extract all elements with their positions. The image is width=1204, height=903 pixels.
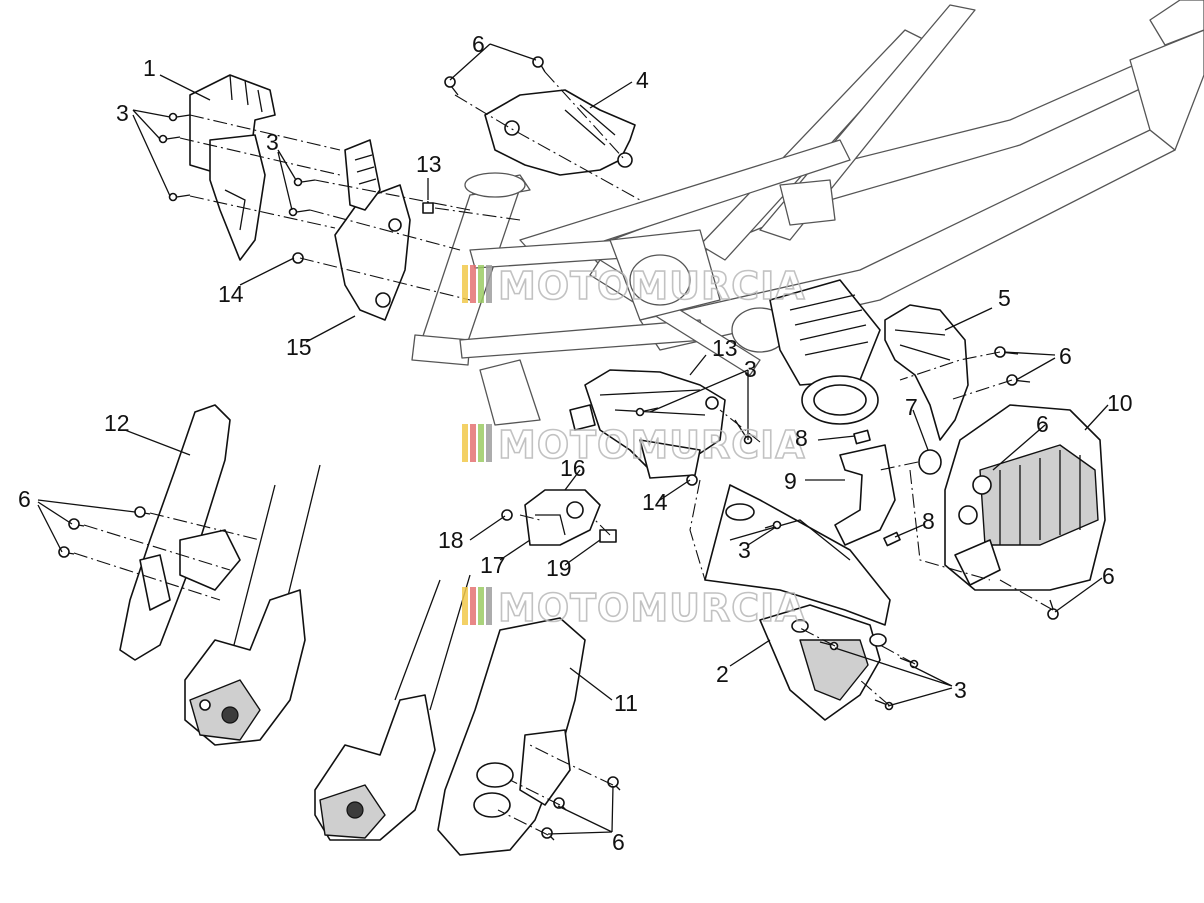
part-8-clip-lower: [883, 531, 901, 547]
callout-14: 14: [642, 489, 668, 515]
watermark: MOTOMURCIA MOTOMURCIA MOTOMURCIA: [462, 263, 806, 631]
part-15-bracket: [334, 139, 411, 321]
nut-icon: [422, 202, 434, 214]
washer-icon: [686, 474, 698, 486]
callout-1: 1: [143, 55, 156, 81]
part-9-bracket: [834, 444, 896, 546]
callout-6: 6: [1036, 411, 1049, 437]
screw-icon: [635, 407, 659, 417]
part-1-cover: [189, 74, 276, 261]
screw-icon: [874, 699, 894, 711]
callout-4: 4: [636, 67, 649, 93]
watermark-text: MOTOMURCIA: [498, 586, 806, 630]
callout-13: 13: [712, 335, 738, 361]
callout-13: 13: [416, 151, 442, 177]
screw-icon: [541, 827, 555, 841]
motorcycle-frame: [411, 0, 1204, 426]
callout-17: 17: [480, 552, 506, 578]
screw-icon: [168, 192, 191, 202]
left-fork-leg: [184, 464, 321, 746]
part-7-cap: [918, 449, 942, 475]
watermark-text: MOTOMURCIA: [498, 264, 806, 308]
screw-icon: [68, 518, 85, 530]
screw-icon: [58, 546, 75, 558]
screw-icon: [168, 112, 191, 122]
part-12-guard: [119, 404, 241, 661]
callout-19: 19: [546, 555, 572, 581]
callout-3: 3: [954, 677, 967, 703]
part-11-guard: [437, 617, 586, 856]
screw-icon: [553, 797, 567, 811]
part-10-cover: [944, 404, 1106, 591]
part-2-cover: [704, 484, 891, 721]
callout-12: 12: [104, 410, 130, 436]
screw-icon: [444, 76, 459, 96]
leader-lines: [37, 43, 1109, 835]
callout-16: 16: [560, 455, 586, 481]
callout-6: 6: [472, 31, 485, 57]
part-8-clip: [853, 429, 871, 445]
callout-11: 11: [614, 690, 638, 716]
watermark-logo: MOTOMURCIA: [462, 585, 806, 631]
right-fork-leg: [314, 574, 471, 841]
callout-6: 6: [1059, 343, 1072, 369]
callout-6: 6: [1102, 563, 1115, 589]
callout-6: 6: [612, 829, 625, 855]
washer-icon: [501, 509, 513, 521]
callout-9: 9: [784, 468, 797, 494]
watermark-logo: MOTOMURCIA: [462, 422, 806, 468]
callout-6: 6: [18, 486, 31, 512]
callout-3: 3: [738, 537, 751, 563]
screw-icon: [134, 506, 151, 518]
intake-duct: [769, 279, 881, 425]
callout-15: 15: [286, 334, 312, 360]
screw-icon: [288, 207, 311, 217]
callout-3: 3: [744, 356, 757, 382]
part-5-cover: [884, 304, 969, 441]
callout-8: 8: [922, 508, 935, 534]
callout-18: 18: [438, 527, 464, 553]
part-4-cover: [484, 89, 636, 176]
screw-icon: [293, 177, 316, 187]
assembly-lines: [73, 71, 1054, 836]
callout-5: 5: [998, 285, 1011, 311]
callout-7: 7: [905, 394, 918, 420]
part-16-17-bracket: [524, 489, 601, 546]
fasteners: [58, 56, 1059, 841]
screw-icon: [899, 657, 919, 669]
callout-2: 2: [716, 661, 729, 687]
callout-14: 14: [218, 281, 244, 307]
callout-labels: 1 2 3 3 3 3 3 3 4 5 6 6 6 6 6 6 7 8 8 9 …: [18, 31, 1133, 855]
watermark-logo: MOTOMURCIA: [462, 263, 806, 309]
callout-8: 8: [795, 425, 808, 451]
part-19-pad: [599, 529, 617, 543]
watermark-text: MOTOMURCIA: [498, 423, 806, 467]
callout-3: 3: [266, 129, 279, 155]
callout-10: 10: [1107, 390, 1133, 416]
callout-3: 3: [116, 100, 129, 126]
screw-icon: [158, 134, 181, 144]
